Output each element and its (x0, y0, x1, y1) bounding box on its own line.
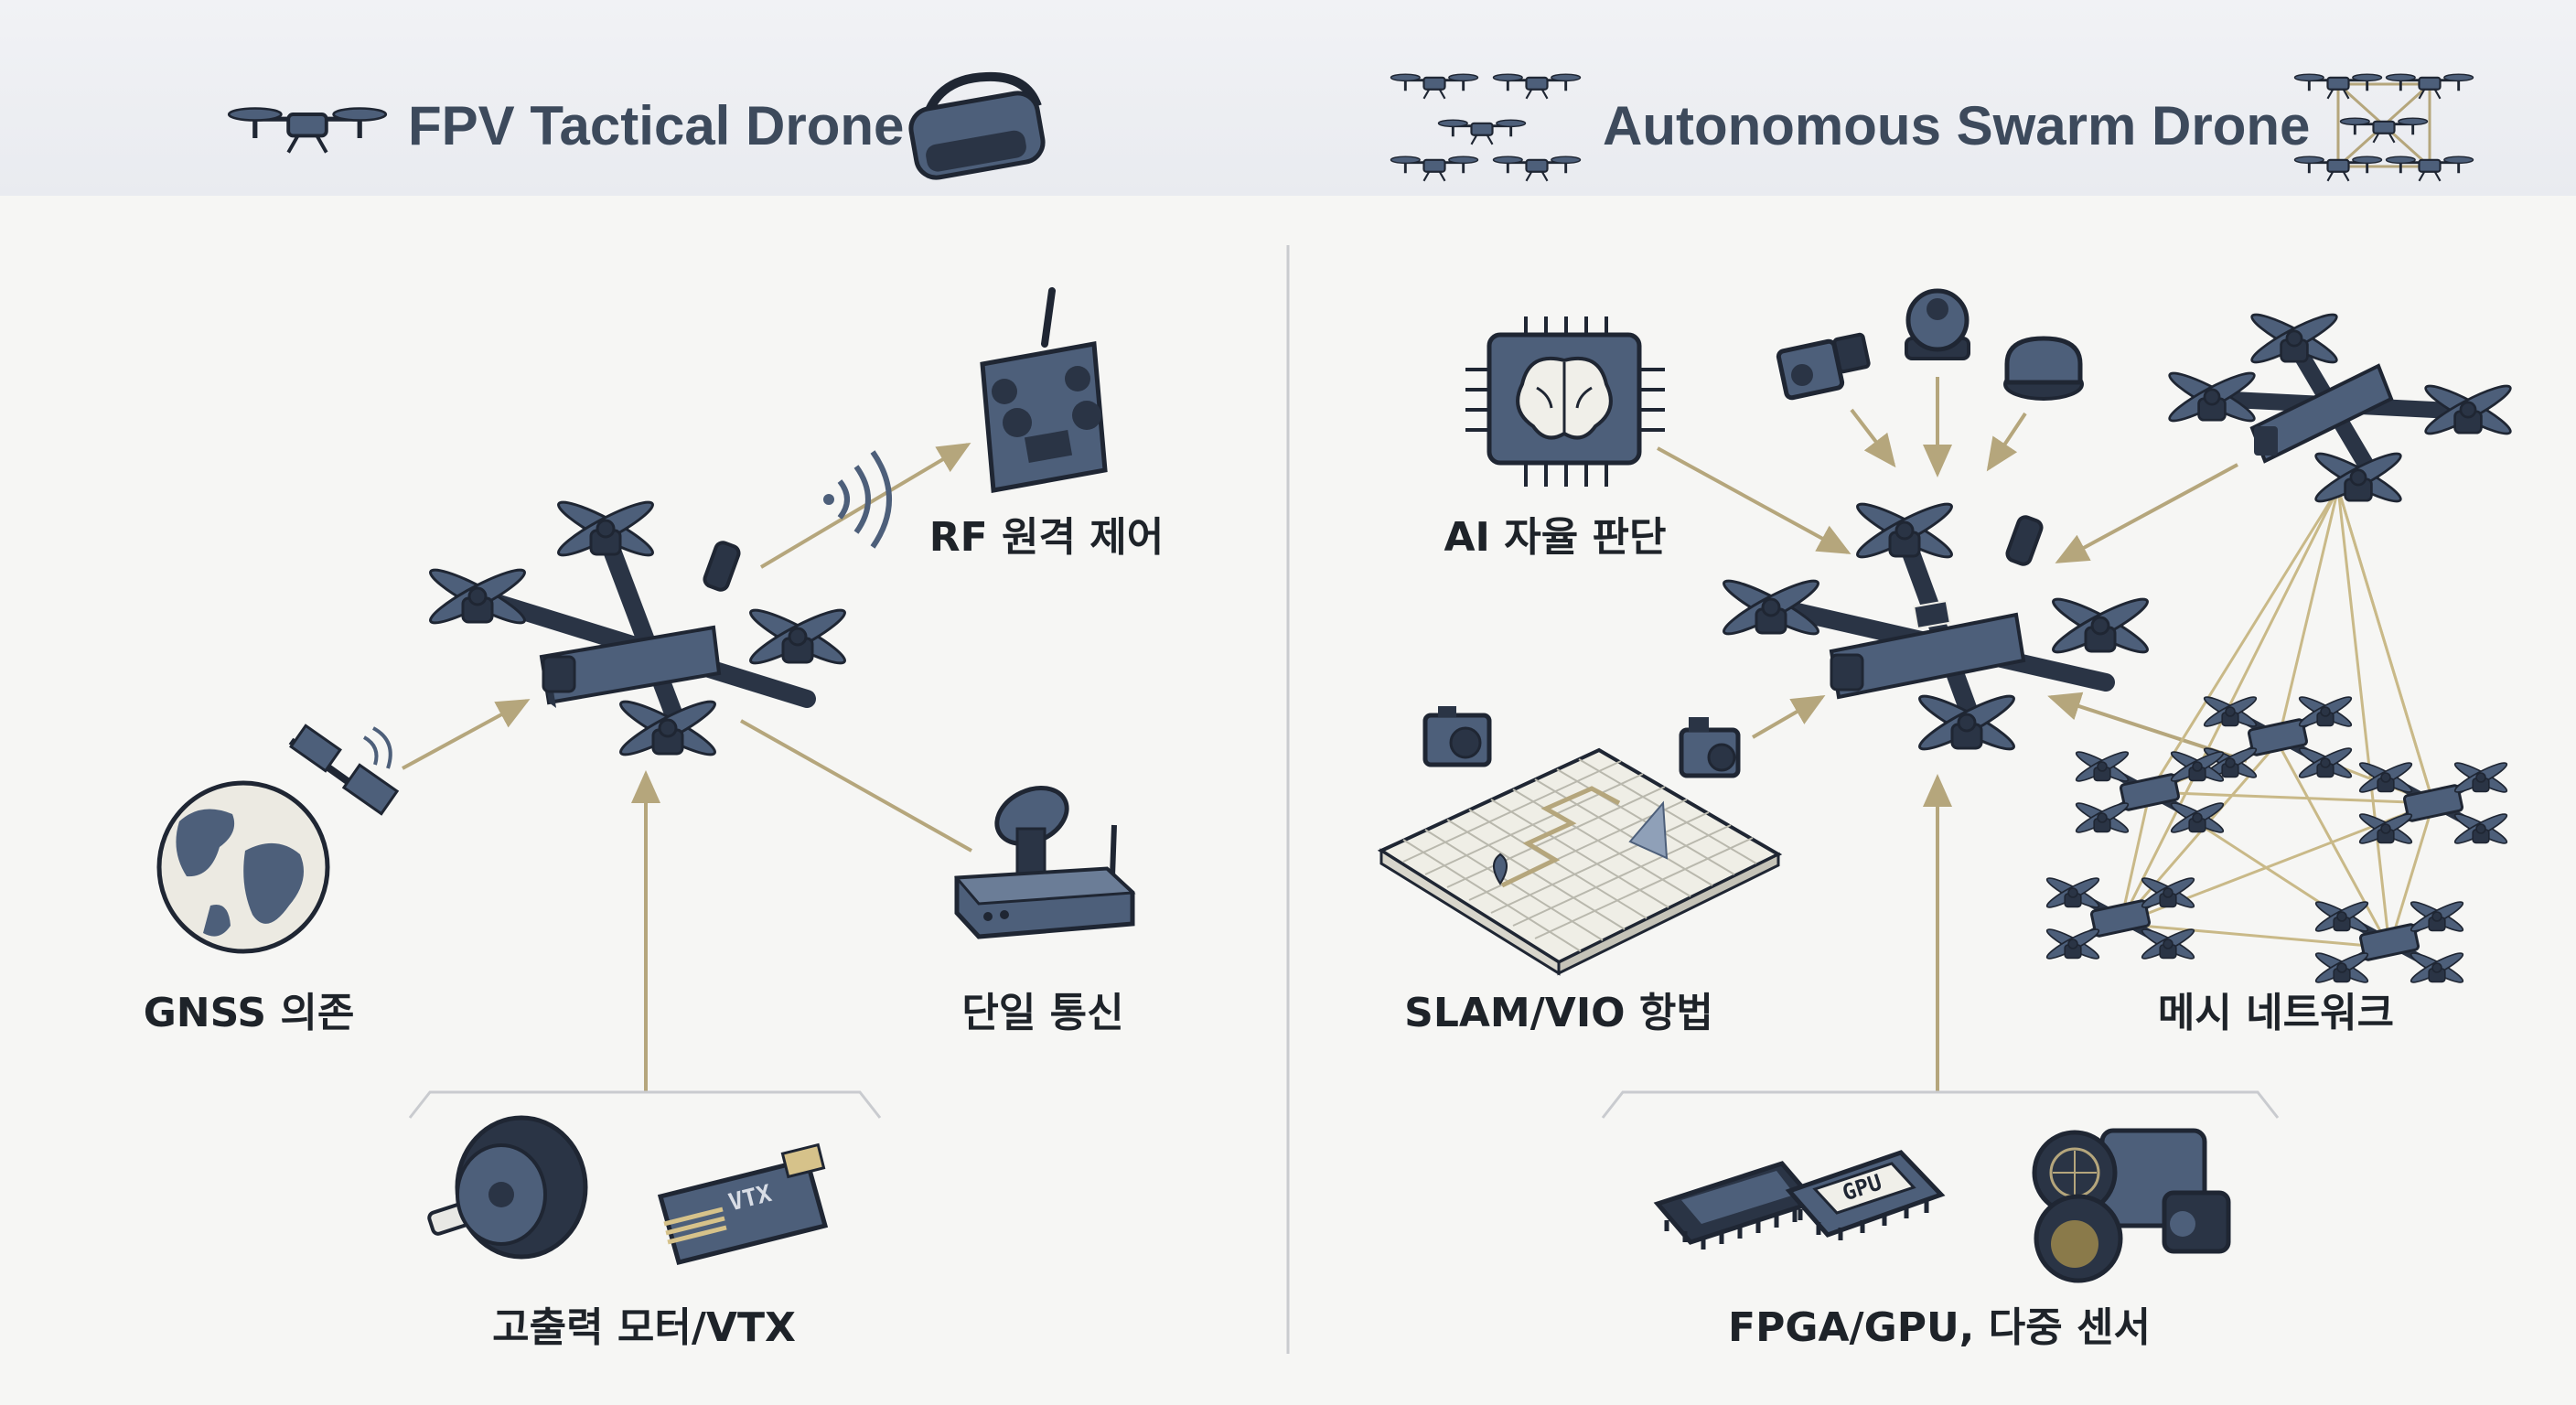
motor-icon (427, 1115, 588, 1260)
fpv-title: FPV Tactical Drone (408, 95, 905, 156)
swarm-hardware-label: FPGA/GPU, 다중 센서 (1728, 1304, 2151, 1351)
mesh-links (2119, 485, 2435, 949)
action-camera-icon (1422, 706, 1492, 767)
leader-drone-icon (2163, 306, 2517, 509)
multi-sensor-camera-icon (2032, 1128, 2231, 1283)
slam-camera-icon (1679, 717, 1741, 778)
ai-chip-icon (1465, 316, 1665, 487)
header-bar (0, 0, 2576, 196)
single-comm-label: 단일 통신 (961, 990, 1124, 1036)
lidar-sensor-icon (2003, 336, 2084, 401)
fpga-chip-icon (1653, 1161, 1819, 1249)
swarm-header-icon-right (2293, 72, 2474, 183)
mesh-network-label: 메시 네트워크 (2157, 990, 2395, 1036)
gimbal-camera-icon (1905, 288, 1970, 360)
gpu-chip-icon (1785, 1150, 1946, 1240)
sensor-camera-icon (1776, 332, 1871, 401)
globe-icon (156, 780, 330, 954)
swarm-drone-icon (1718, 495, 2153, 758)
fpv-connectors (402, 442, 972, 1119)
vtx-module-icon (657, 1142, 829, 1266)
satellite-icon (288, 724, 400, 816)
fpv-drone-icon (424, 493, 851, 764)
slam-label: SLAM/VIO 항법 (1404, 990, 1713, 1036)
rf-control-label: RF 원격 제어 (928, 514, 1165, 561)
rf-controller-icon (980, 287, 1108, 493)
ground-station-icon (953, 786, 1136, 939)
signal-waves-icon (823, 450, 892, 549)
drone-header-icon (229, 109, 386, 153)
mesh-drones (2045, 693, 2509, 987)
swarm-header-icon-left (1390, 72, 1582, 183)
fpv-hardware-label: 고출력 모터/VTX (492, 1304, 796, 1351)
ai-decision-label: AI 자율 판단 (1444, 514, 1667, 561)
gnss-label: GNSS 의존 (143, 990, 355, 1036)
vr-headset-icon (908, 71, 1046, 180)
slam-map-icon (1377, 747, 1783, 976)
swarm-title: Autonomous Swarm Drone (1603, 95, 2311, 156)
